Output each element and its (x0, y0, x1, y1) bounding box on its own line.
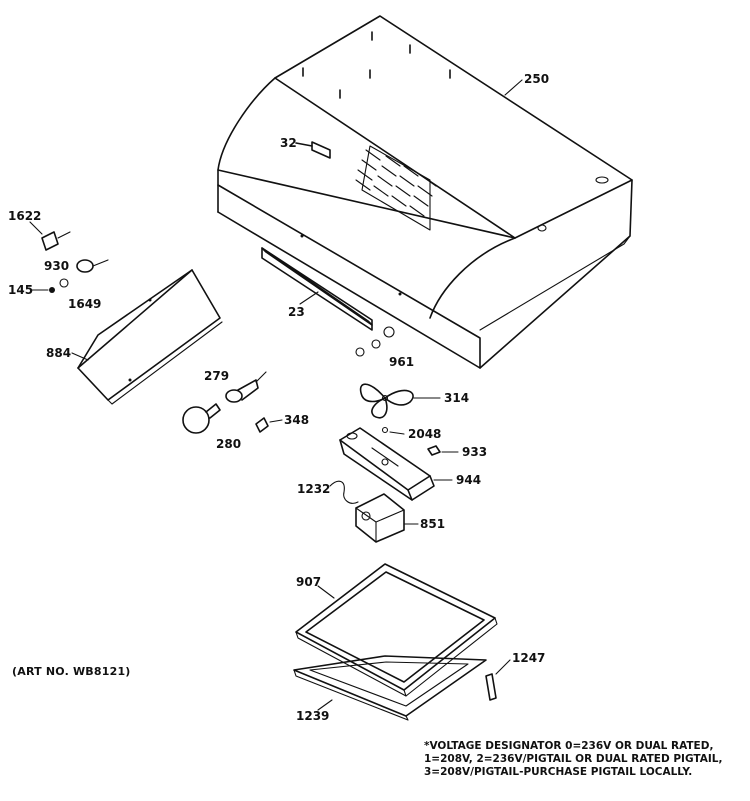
switch (41, 231, 71, 251)
label-348: 348 (284, 413, 309, 427)
nut (49, 287, 55, 293)
label-907: 907 (296, 575, 321, 589)
range-hood-housing (217, 15, 633, 369)
screws (355, 326, 395, 357)
label-944: 944 (456, 473, 481, 487)
label-961: 961 (389, 355, 414, 369)
label-280: 280 (216, 437, 241, 451)
fan-washer (381, 426, 389, 434)
label-2048: 2048 (408, 427, 441, 441)
clip (255, 417, 269, 433)
motor-bracket (339, 427, 435, 501)
label-933: 933 (462, 445, 487, 459)
motor (355, 493, 405, 543)
fan-blade (359, 383, 414, 419)
trim-strip (261, 247, 373, 331)
label-884: 884 (46, 346, 71, 360)
light-bulb (182, 403, 221, 434)
label-1649: 1649 (68, 297, 101, 311)
voltage-note-line: 3=208V/PIGTAIL-PURCHASE PIGTAIL LOCALLY. (424, 766, 693, 778)
label-851: 851 (420, 517, 445, 531)
art-number: (ART NO. WB8121) (12, 665, 131, 678)
label-145: 145 (8, 283, 33, 297)
lamp-socket (225, 371, 267, 403)
washer (59, 278, 69, 288)
small-bracket (427, 445, 441, 456)
control-panel (77, 269, 223, 405)
label-1232: 1232 (297, 482, 330, 496)
label-314: 314 (444, 391, 469, 405)
voltage-note-line: *VOLTAGE DESIGNATOR 0=236V OR DUAL RATED… (424, 740, 714, 752)
label-1239: 1239 (296, 709, 329, 723)
label-279: 279 (204, 369, 229, 383)
label-32: 32 (280, 136, 297, 150)
label-1247: 1247 (512, 651, 545, 665)
label-250: 250 (524, 72, 549, 86)
knob (76, 259, 109, 273)
filter-clip (485, 673, 497, 701)
wire-harness (329, 480, 359, 504)
charcoal-filter (293, 655, 487, 721)
label-930: 930 (44, 259, 69, 273)
label-23: 23 (288, 305, 305, 319)
grease-filter (295, 563, 498, 697)
label-1622: 1622 (8, 209, 41, 223)
voltage-note-line: 1=208V, 2=236V/PIGTAIL OR DUAL RATED PIG… (424, 753, 723, 765)
voltage-note: *VOLTAGE DESIGNATOR 0=236V OR DUAL RATED… (424, 740, 744, 779)
